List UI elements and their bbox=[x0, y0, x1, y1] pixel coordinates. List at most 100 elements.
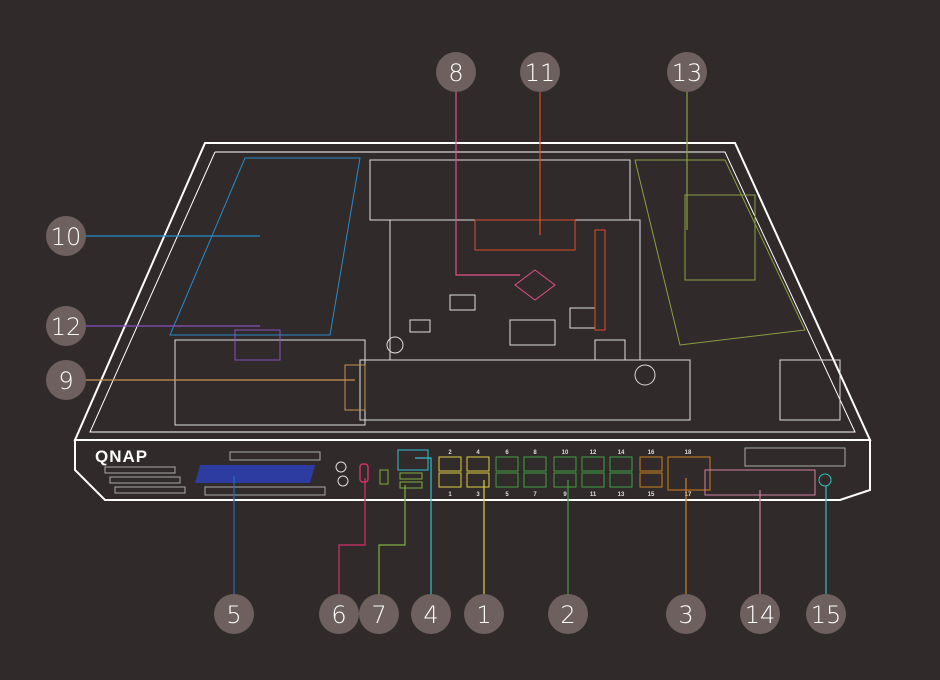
leader-line-7 bbox=[378, 485, 406, 594]
port-number-bottom: 13 bbox=[618, 492, 625, 498]
lcd-panel bbox=[195, 465, 315, 483]
callout-1: 1 bbox=[464, 594, 504, 634]
rj45-port-bottom[interactable] bbox=[639, 472, 663, 488]
vent-top bbox=[229, 451, 321, 461]
reset-button[interactable] bbox=[818, 473, 832, 487]
port-number-top: 8 bbox=[533, 450, 537, 456]
port-number-top: 6 bbox=[505, 450, 509, 456]
vent-left-2 bbox=[109, 476, 181, 484]
leader-line-8 bbox=[455, 92, 520, 276]
select-button[interactable] bbox=[335, 461, 347, 473]
callout-number: 10 bbox=[51, 223, 82, 251]
port-number-bottom: 5 bbox=[505, 492, 509, 498]
usb-a-port-1[interactable] bbox=[399, 472, 423, 480]
rj45-port-bottom[interactable] bbox=[581, 472, 605, 488]
callout-15: 15 bbox=[806, 594, 846, 634]
internals bbox=[174, 159, 841, 426]
callout-number: 3 bbox=[678, 601, 693, 629]
callout-13: 13 bbox=[667, 52, 707, 92]
callout-5: 5 bbox=[214, 594, 254, 634]
sfp-ports[interactable] bbox=[667, 456, 711, 491]
enter-button[interactable] bbox=[337, 475, 349, 487]
rj45-port-top[interactable] bbox=[581, 456, 605, 472]
port-number-top: 2 bbox=[448, 450, 452, 456]
rj45-port-bottom[interactable] bbox=[466, 472, 490, 488]
callout-3: 3 bbox=[666, 594, 706, 634]
callout-circle bbox=[46, 216, 86, 256]
callout-7: 7 bbox=[359, 594, 399, 634]
callout-number: 12 bbox=[51, 313, 82, 341]
port-number-bottom: 1 bbox=[448, 492, 452, 498]
vent-bottom bbox=[204, 486, 326, 496]
callout-circle bbox=[319, 594, 359, 634]
chassis-outline bbox=[73, 142, 872, 501]
callout-6: 6 bbox=[319, 594, 359, 634]
callout-number: 8 bbox=[448, 59, 463, 87]
leader-lines bbox=[86, 92, 827, 594]
rj45-port-bottom[interactable] bbox=[495, 472, 519, 488]
leader-line-4 bbox=[415, 457, 432, 594]
rj45-port-bottom[interactable] bbox=[609, 472, 633, 488]
callout-8: 8 bbox=[436, 52, 476, 92]
callout-circle bbox=[436, 52, 476, 92]
callout-circle bbox=[740, 594, 780, 634]
callout-14: 14 bbox=[740, 594, 780, 634]
callout-circle bbox=[806, 594, 846, 634]
rj45-port-top[interactable] bbox=[466, 456, 490, 472]
power-button[interactable] bbox=[359, 463, 369, 483]
ram-slot2-outline bbox=[594, 229, 606, 331]
callout-circle bbox=[411, 594, 451, 634]
callout-circle bbox=[548, 594, 588, 634]
callout-circle bbox=[359, 594, 399, 634]
callout-circle bbox=[46, 306, 86, 346]
vent-right bbox=[744, 447, 846, 467]
rj45-port-top[interactable] bbox=[639, 456, 663, 472]
callout-number: 1 bbox=[476, 601, 491, 629]
rj45-port-top[interactable] bbox=[495, 456, 519, 472]
callout-10: 10 bbox=[46, 216, 86, 256]
rj45-port-top[interactable] bbox=[438, 456, 462, 472]
vent-left-3 bbox=[114, 486, 186, 494]
callout-number: 2 bbox=[560, 601, 575, 629]
port-number-bottom: 17 bbox=[685, 492, 692, 498]
hdd-bay-outline bbox=[169, 157, 361, 336]
callout-circle bbox=[214, 594, 254, 634]
mgmt-port[interactable] bbox=[397, 449, 429, 471]
callout-number: 15 bbox=[811, 601, 842, 629]
psu-outline bbox=[634, 159, 806, 346]
rj45-port-bottom[interactable] bbox=[553, 472, 577, 488]
usb-a-port-2[interactable] bbox=[399, 481, 423, 489]
callout-circle bbox=[667, 52, 707, 92]
port-number-bottom: 7 bbox=[533, 492, 537, 498]
callout-number: 13 bbox=[672, 59, 703, 87]
port-number-top: 4 bbox=[476, 450, 480, 456]
sata-port-outline bbox=[344, 364, 366, 411]
port-number-bottom: 15 bbox=[648, 492, 655, 498]
callout-9: 9 bbox=[46, 360, 86, 400]
qnap-logo: QNAP bbox=[95, 447, 148, 466]
port-number-top: 14 bbox=[618, 450, 625, 456]
rj45-port-top[interactable] bbox=[609, 456, 633, 472]
usb-c-port[interactable] bbox=[379, 469, 389, 485]
callout-number: 14 bbox=[745, 601, 776, 629]
callout-circle bbox=[464, 594, 504, 634]
rj45-port-top[interactable] bbox=[523, 456, 547, 472]
port-number-top: 12 bbox=[590, 450, 597, 456]
psu-module-outline bbox=[684, 194, 756, 281]
port-number-top: 16 bbox=[648, 450, 655, 456]
port-number-top: 10 bbox=[562, 450, 569, 456]
rj45-port-top[interactable] bbox=[553, 456, 577, 472]
drive-connector-outline bbox=[234, 329, 281, 361]
callout-number: 6 bbox=[331, 601, 346, 629]
callout-number: 4 bbox=[423, 601, 438, 629]
callout-number: 9 bbox=[58, 367, 73, 395]
rj45-port-bottom[interactable] bbox=[523, 472, 547, 488]
vent-left-1 bbox=[104, 466, 176, 474]
port-number-top: 18 bbox=[685, 450, 692, 456]
rj45-port-bottom[interactable] bbox=[438, 472, 462, 488]
port-number-bottom: 3 bbox=[476, 492, 480, 498]
